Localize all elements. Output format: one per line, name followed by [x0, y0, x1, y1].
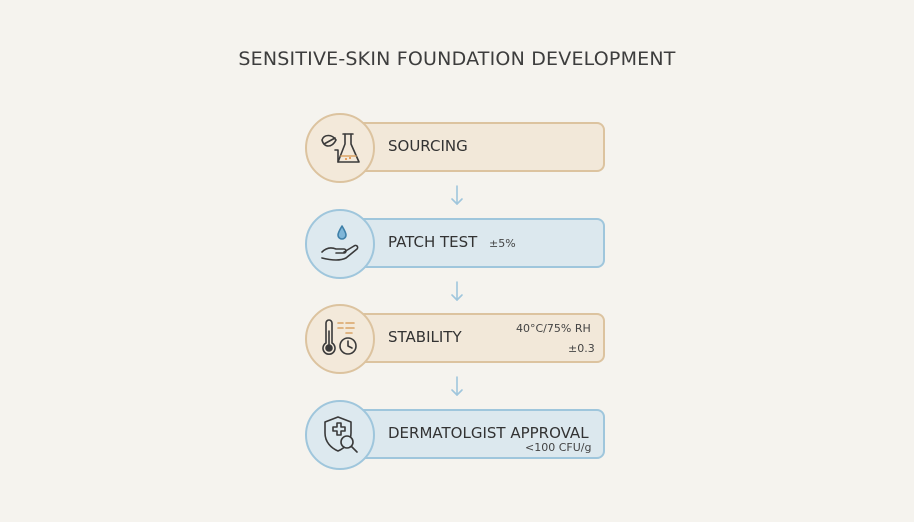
hand-droplet-icon — [321, 225, 359, 261]
step-label: SOURCING — [388, 137, 468, 155]
arrow-down-icon — [451, 376, 463, 396]
step-box — [345, 218, 605, 268]
tolerance-note: ±5% — [489, 237, 516, 250]
step-label: PATCH TEST — [388, 233, 478, 251]
step-icon-circle — [305, 304, 375, 374]
step-box — [345, 409, 605, 459]
step-sourcing: SOURCING — [305, 113, 607, 185]
step-icon-circle — [305, 400, 375, 470]
condition-note: 40°C/75% RH — [516, 322, 591, 335]
step-label: DERMATOLGIST APPROVAL — [388, 424, 589, 442]
tolerance-note: ±0.3 — [568, 342, 595, 355]
step-stability: STABILITY 40°C/75% RH ±0.3 — [305, 304, 607, 376]
step-box — [345, 313, 605, 363]
shield-magnifier-icon — [324, 416, 358, 453]
step-box — [345, 122, 605, 172]
arrow-down-icon — [451, 281, 463, 301]
step-label: STABILITY — [388, 328, 462, 346]
flask-leaf-icon — [321, 133, 360, 163]
thermometer-clock-icon — [322, 319, 357, 355]
step-icon-circle — [305, 209, 375, 279]
step-icon-circle — [305, 113, 375, 183]
limit-note: <100 CFU/g — [525, 441, 592, 454]
step-dermatologist-approval: DERMATOLGIST APPROVAL <100 CFU/g — [305, 400, 607, 472]
diagram-title: SENSITIVE-SKIN FOUNDATION DEVELOPMENT — [238, 48, 676, 70]
arrow-down-icon — [451, 185, 463, 205]
step-patch-test: PATCH TEST ±5% — [305, 209, 607, 281]
